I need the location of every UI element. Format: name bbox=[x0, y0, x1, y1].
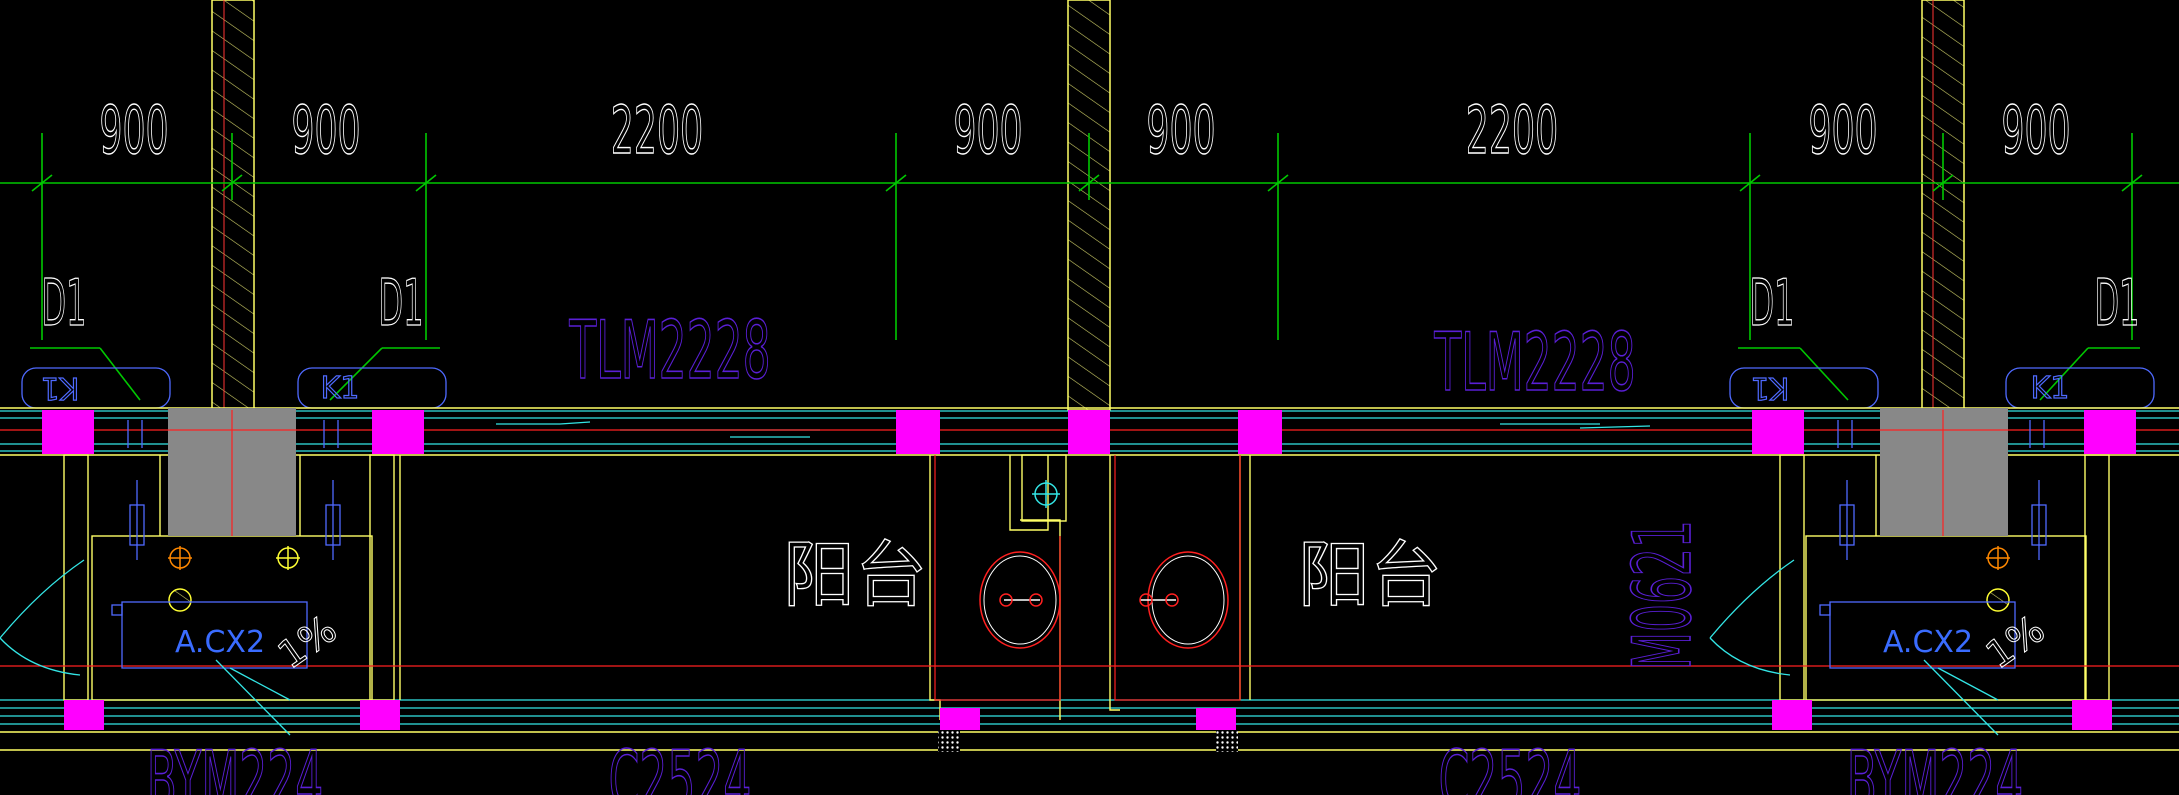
ac-tag: A.CX2 bbox=[1883, 625, 1973, 660]
k-tag: K1 bbox=[321, 371, 360, 406]
k-tag: K1 bbox=[41, 370, 80, 405]
k-tag: K1 bbox=[2031, 371, 2070, 406]
k-tag-texts: K1 K1 K1 K1 bbox=[40, 369, 2070, 406]
dimension-label: 900 bbox=[2001, 92, 2070, 169]
drain-grates bbox=[938, 730, 1238, 752]
dimension-label: 900 bbox=[291, 92, 360, 169]
column-label: D1 bbox=[1750, 266, 1795, 341]
side-door-tag: M0621 bbox=[1617, 520, 1710, 670]
room-labels: 阳台 阳台 bbox=[782, 532, 1442, 617]
dimension-labels: 900 900 2200 900 900 2200 900 900 bbox=[99, 92, 2071, 170]
dimension-label: 2200 bbox=[611, 92, 703, 169]
door-tag: TLM2228 bbox=[1434, 317, 1636, 410]
dimension-label: 900 bbox=[1146, 92, 1215, 169]
column-label: D1 bbox=[42, 266, 87, 341]
dimension-label: 900 bbox=[99, 92, 168, 169]
bottom-tag: BYM224 bbox=[1847, 735, 2024, 795]
ac-units bbox=[111, 601, 2016, 669]
washbasin-right bbox=[1139, 551, 1229, 649]
conduits bbox=[127, 420, 2047, 560]
axis-dimension-line bbox=[0, 133, 2179, 401]
bottom-tag: C2524 bbox=[1439, 735, 1582, 795]
column-label: D1 bbox=[379, 266, 424, 341]
door-tags: TLM2228 TLM2228 bbox=[568, 304, 1636, 410]
dimension-label: 2200 bbox=[1466, 92, 1558, 169]
column-labels: D1 D1 D1 D1 bbox=[41, 265, 2140, 341]
door-tag: TLM2228 bbox=[569, 305, 771, 398]
door-swings bbox=[0, 559, 1795, 676]
ac-leaders bbox=[215, 659, 1999, 736]
room-label: 阳台 bbox=[1298, 533, 1442, 617]
washbasin-left bbox=[979, 551, 1061, 649]
dimension-label: 900 bbox=[1808, 92, 1877, 169]
bottom-tags: BYM224 C2524 C2524 BYM224 bbox=[146, 734, 2024, 795]
pipe-symbols bbox=[168, 480, 2010, 612]
bottom-tag: BYM224 bbox=[147, 735, 324, 795]
dimension-label: 900 bbox=[953, 92, 1022, 169]
ac-labels: A.CX2 A.CX2 bbox=[175, 625, 1973, 660]
column-label: D1 bbox=[2095, 266, 2140, 341]
hatched-walls bbox=[211, 0, 1965, 411]
bottom-tag: C2524 bbox=[609, 735, 752, 795]
room-label: 阳台 bbox=[783, 533, 927, 617]
ac-tag: A.CX2 bbox=[175, 625, 265, 660]
k-tag: K1 bbox=[1751, 370, 1790, 405]
columns bbox=[42, 410, 2136, 730]
